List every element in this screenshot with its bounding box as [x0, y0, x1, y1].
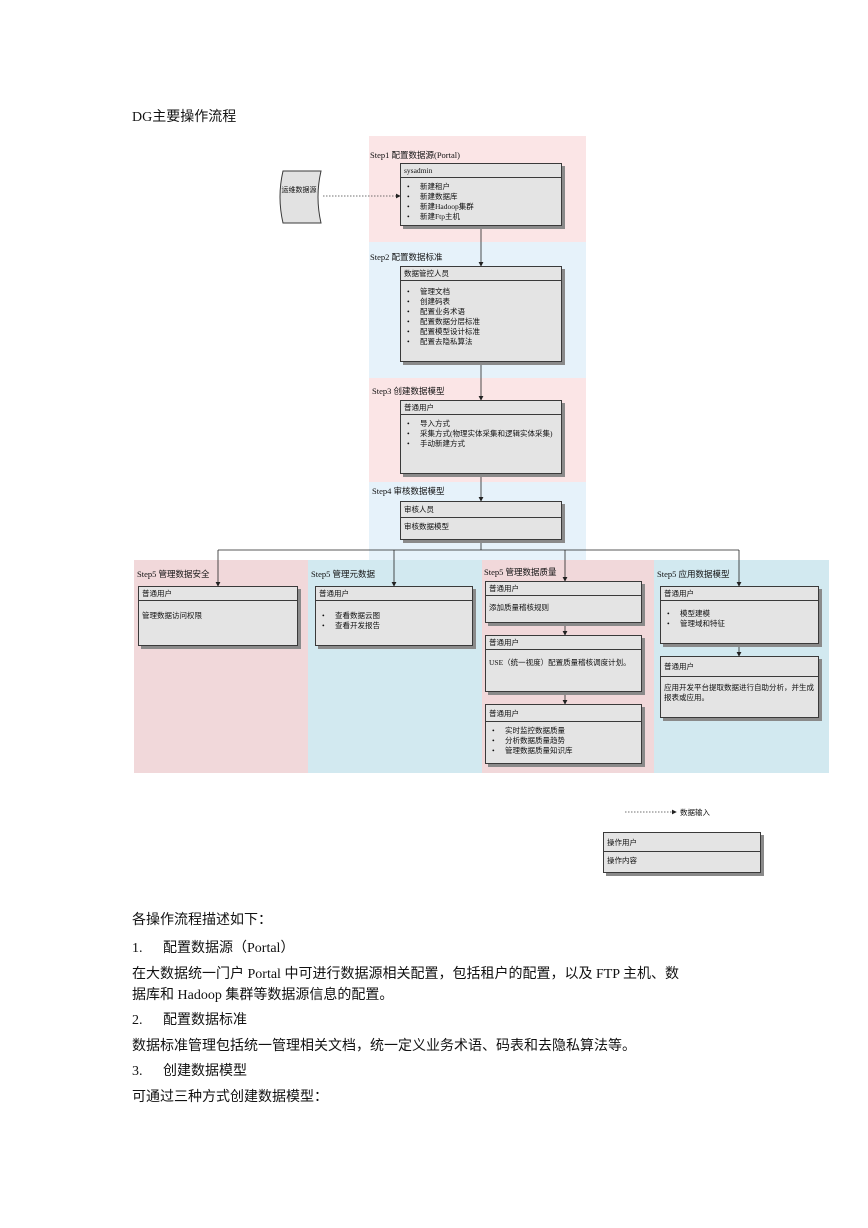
step4-label: Step4 审核数据模型	[372, 486, 445, 496]
list-item: 新建租户	[404, 182, 558, 192]
quality-box-1: 普通用户 添加质量稽核规则	[485, 581, 642, 623]
section-2-number: 2.	[132, 1013, 143, 1028]
box-title: 普通用户	[661, 587, 818, 601]
list-item: 配置业务术语	[404, 307, 558, 317]
box-text: USE（统一视度）配置质量稽核调度计划。	[489, 658, 631, 667]
section-2-text: 数据标准管理包括统一管理相关文档，统一定义业务术语、码表和去隐私算法等。	[132, 1039, 636, 1054]
step2-label: Step2 配置数据标准	[370, 252, 443, 262]
box-title: 审核人员	[401, 502, 561, 518]
data-source-label: 运维数据源	[281, 186, 317, 194]
list-item: 配置模型设计标准	[404, 327, 558, 337]
list-item: 采集方式(物理实体采集和逻辑实体采集)	[404, 429, 558, 439]
section-3-title: 创建数据模型	[163, 1064, 247, 1079]
legend-box: 操作用户 操作内容	[603, 832, 761, 873]
security-box: 普通用户 管理数据访问权限	[138, 586, 298, 646]
section-3-number: 3.	[132, 1064, 143, 1079]
legend-box-text: 操作内容	[607, 856, 637, 865]
model-box-1: 普通用户 模型建模 管理域和特征	[660, 586, 819, 644]
intro-text: 各操作流程描述如下：	[132, 913, 272, 928]
step2-box: 数据管控人员 管理文档 创建码表 配置业务术语 配置数据分层标准 配置模型设计标…	[400, 266, 562, 362]
box-text: 应用开发平台提取数据进行自助分析，并生成报表或应用。	[664, 683, 814, 702]
list-item: 模型建模	[664, 609, 815, 619]
list-item: 实时监控数据质量	[489, 726, 638, 736]
box-title: 普通用户	[316, 587, 472, 601]
section-2-title: 配置数据标准	[163, 1013, 247, 1028]
list-item: 配置去隐私算法	[404, 337, 558, 347]
box-text: 添加质量稽核规则	[489, 603, 549, 612]
step3-label: Step3 创建数据模型	[372, 386, 445, 396]
step3-box: 普通用户 导入方式 采集方式(物理实体采集和逻辑实体采集) 手动新建方式	[400, 400, 562, 474]
box-title: 普通用户	[486, 705, 641, 722]
step1-box: sysadmin 新建租户 新建数据库 新建Hadoop集群 新建Ftp主机	[400, 163, 562, 226]
list-item: 管理数据质量知识库	[489, 746, 638, 756]
section-1-number: 1.	[132, 941, 143, 956]
list-item: 查看开发报告	[319, 621, 469, 631]
quality-box-3: 普通用户 实时监控数据质量 分析数据质量趋势 管理数据质量知识库	[485, 704, 642, 764]
page-heading: DG主要操作流程	[132, 110, 237, 125]
list-item: 配置数据分层标准	[404, 317, 558, 327]
step5-security-label: Step5 管理数据安全	[137, 569, 210, 579]
section-3-text: 可通过三种方式创建数据模型：	[132, 1090, 328, 1105]
step1-label: Step1 配置数据源(Portal)	[370, 150, 460, 160]
section-1-title: 配置数据源（Portal）	[163, 941, 295, 956]
model-box-2: 普通用户 应用开发平台提取数据进行自助分析，并生成报表或应用。	[660, 656, 819, 718]
box-title: 普通用户	[401, 401, 561, 415]
legend-box-title: 操作用户	[604, 833, 760, 852]
section-1-text-line-2: 据库和 Hadoop 集群等数据源信息的配置。	[132, 988, 394, 1003]
box-text: 管理数据访问权限	[142, 611, 202, 620]
list-item: 新建数据库	[404, 192, 558, 202]
step5-metadata-label: Step5 管理元数据	[311, 569, 375, 579]
list-item: 手动新建方式	[404, 439, 558, 449]
box-title: 数据管控人员	[401, 267, 561, 281]
list-item: 管理文档	[404, 287, 558, 297]
list-item: 管理域和特征	[664, 619, 815, 629]
box-title: 普通用户	[486, 582, 641, 596]
list-item: 创建码表	[404, 297, 558, 307]
box-title: 普通用户	[486, 636, 641, 650]
step5-model-label: Step5 应用数据模型	[657, 569, 730, 579]
box-text: 审核数据模型	[404, 522, 449, 531]
box-title: sysadmin	[401, 164, 561, 178]
step5-quality-label: Step5 管理数据质量	[484, 567, 557, 577]
box-title: 普通用户	[661, 657, 818, 677]
section-1-text-line-1: 在大数据统一门户 Portal 中可进行数据源相关配置，包括租户的配置，以及 F…	[132, 967, 680, 982]
legend-arrow-label: 数据输入	[680, 808, 710, 817]
list-item: 新建Hadoop集群	[404, 202, 558, 212]
list-item: 新建Ftp主机	[404, 212, 558, 222]
list-item: 查看数据云图	[319, 611, 469, 621]
data-source-shape: 运维数据源	[275, 168, 323, 226]
quality-box-2: 普通用户 USE（统一视度）配置质量稽核调度计划。	[485, 635, 642, 692]
metadata-box: 普通用户 查看数据云图 查看开发报告	[315, 586, 473, 646]
list-item: 分析数据质量趋势	[489, 736, 638, 746]
list-item: 导入方式	[404, 419, 558, 429]
box-title: 普通用户	[139, 587, 297, 601]
step4-box: 审核人员 审核数据模型	[400, 501, 562, 540]
